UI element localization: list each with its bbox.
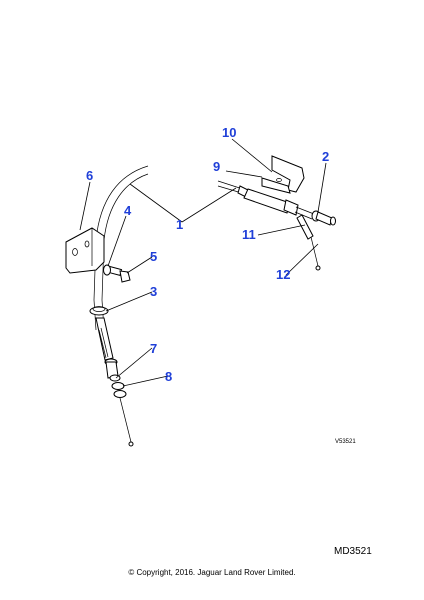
copyright-notice: © Copyright, 2016. Jaguar Land Rover Lim… bbox=[128, 568, 296, 577]
callout-6: 6 bbox=[86, 168, 93, 183]
cable-bracket bbox=[261, 155, 305, 194]
callout-2: 2 bbox=[322, 149, 329, 164]
adjuster-assembly bbox=[311, 210, 336, 226]
upper-cable bbox=[217, 180, 315, 220]
lower-cable bbox=[89, 299, 134, 447]
callout-9: 9 bbox=[213, 159, 220, 174]
callout-labels: 1 2 3 4 5 6 7 8 9 10 11 12 bbox=[86, 125, 329, 384]
callout-7: 7 bbox=[150, 341, 157, 356]
mounting-bracket bbox=[65, 227, 105, 274]
leader-lines bbox=[79, 138, 327, 387]
callout-8: 8 bbox=[165, 369, 172, 384]
drawing-code: V53521 bbox=[335, 439, 356, 445]
reference-code: MD3521 bbox=[334, 546, 372, 557]
callout-3: 3 bbox=[150, 284, 157, 299]
callout-10: 10 bbox=[222, 125, 236, 140]
callout-5: 5 bbox=[150, 249, 157, 264]
callout-12: 12 bbox=[276, 267, 290, 282]
bolt-assembly bbox=[103, 264, 131, 283]
clevis-pin bbox=[296, 214, 321, 271]
callout-1: 1 bbox=[176, 217, 183, 232]
cable-arc bbox=[93, 165, 149, 301]
callout-4: 4 bbox=[124, 203, 132, 218]
callout-11: 11 bbox=[242, 227, 256, 242]
